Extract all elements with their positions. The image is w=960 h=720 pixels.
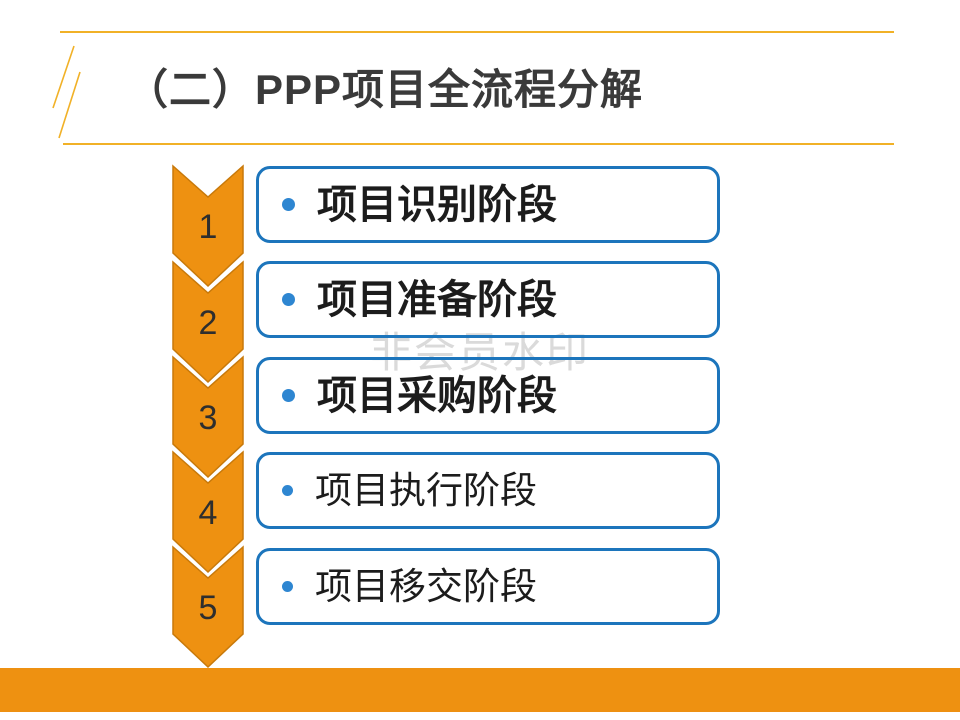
bullet-icon bbox=[282, 485, 293, 496]
stage-number: 4 bbox=[198, 494, 218, 532]
stage-box-preparation: 项目准备阶段 bbox=[256, 261, 720, 338]
bottom-accent-bar bbox=[0, 668, 960, 712]
bullet-icon bbox=[282, 198, 295, 211]
gold-slant-line bbox=[52, 45, 75, 109]
stage-label: 项目准备阶段 bbox=[317, 277, 557, 322]
bullet-icon bbox=[282, 293, 295, 306]
chevron-arrow bbox=[172, 260, 244, 384]
bullet-icon bbox=[282, 389, 295, 402]
stage-number: 5 bbox=[198, 589, 218, 627]
stage-box-execution: 项目执行阶段 bbox=[256, 452, 720, 529]
chevron-arrow-column bbox=[172, 164, 244, 669]
stage-label: 项目执行阶段 bbox=[315, 470, 537, 511]
chevron-arrow bbox=[172, 545, 244, 669]
chevron-arrow bbox=[172, 355, 244, 479]
stage-box-procurement: 项目采购阶段 bbox=[256, 357, 720, 434]
stage-number: 2 bbox=[198, 304, 218, 342]
slide-title: （二）PPP项目全流程分解 bbox=[126, 66, 644, 113]
gold-slant-line bbox=[58, 71, 81, 139]
stage-label: 项目移交阶段 bbox=[315, 566, 537, 607]
stage-box-transfer: 项目移交阶段 bbox=[256, 548, 720, 625]
bullet-icon bbox=[282, 581, 293, 592]
stage-number: 1 bbox=[198, 208, 218, 246]
stage-label: 项目识别阶段 bbox=[317, 182, 557, 227]
stage-box-identification: 项目识别阶段 bbox=[256, 166, 720, 243]
chevron-arrow bbox=[172, 450, 244, 574]
stage-label: 项目采购阶段 bbox=[317, 373, 557, 418]
stage-number: 3 bbox=[198, 399, 218, 437]
chevron-arrow bbox=[172, 164, 244, 288]
